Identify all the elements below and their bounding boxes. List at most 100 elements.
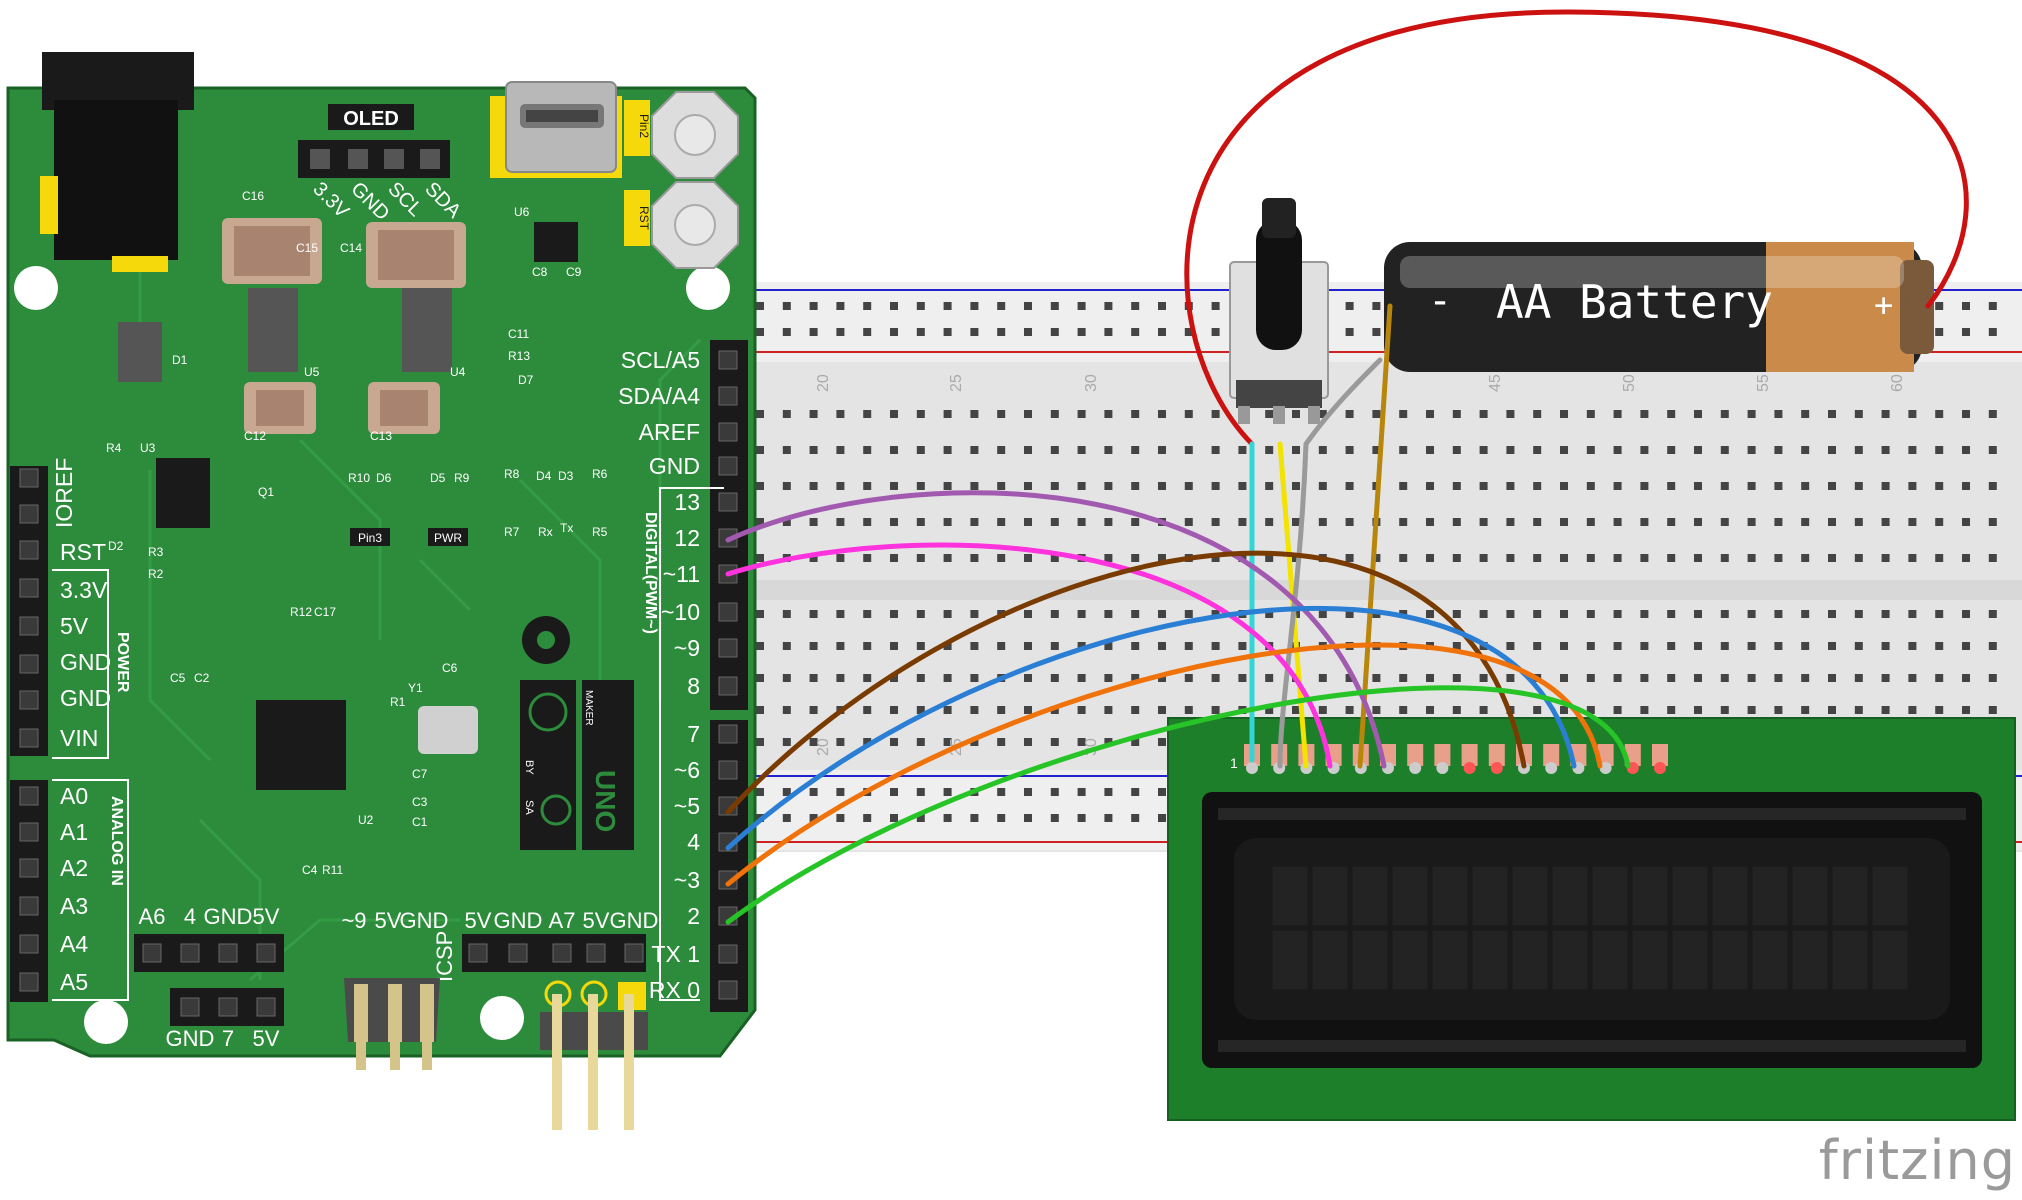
- component-label: R6: [592, 467, 608, 481]
- breadboard-hole: [1988, 518, 1997, 526]
- lcd-cell: [1551, 865, 1589, 927]
- breadboard-hole: [1426, 610, 1434, 618]
- breadboard-hole: [1050, 410, 1059, 418]
- breadboard-hole: [1452, 610, 1461, 618]
- rail-hole: [756, 328, 764, 336]
- rst-button-label: RST: [637, 206, 651, 231]
- wire-brown: [725, 550, 1527, 815]
- breadboard-hole: [1345, 674, 1354, 682]
- mount-hole: [480, 996, 524, 1040]
- lcd-cell: [1511, 929, 1549, 991]
- rail-hole: [836, 814, 845, 822]
- digital-pin-label: ~11: [663, 561, 700, 587]
- analog-pin-label: A0: [60, 783, 88, 809]
- digital-socket: [718, 386, 738, 406]
- breadboard-hole: [1104, 446, 1113, 454]
- breadboard-hole: [1479, 674, 1488, 682]
- bottom-pin-label: 4: [184, 904, 196, 929]
- breadboard-hole: [1479, 518, 1488, 526]
- breadboard-hole: [782, 518, 791, 526]
- lcd-cell: [1631, 865, 1669, 927]
- column-number: 55: [1755, 374, 1772, 392]
- breadboard-hole: [997, 518, 1006, 526]
- lcd-cell: [1431, 865, 1469, 927]
- bottom-pin-label: GND: [400, 908, 449, 933]
- wire-orange: [725, 642, 1603, 887]
- breadboard-hole: [1211, 482, 1220, 490]
- breadboard-hole: [1613, 446, 1622, 454]
- lcd-cell: [1551, 929, 1589, 991]
- breadboard-hole: [863, 674, 872, 682]
- breadboard-hole: [1881, 410, 1890, 418]
- breadboard-hole: [782, 482, 791, 490]
- breadboard-hole: [1828, 518, 1836, 526]
- bottom-pin-label: 7: [222, 1026, 234, 1051]
- breadboard-hole: [1667, 410, 1676, 418]
- breadboard-hole: [1613, 410, 1622, 418]
- breadboard-hole: [1774, 610, 1783, 618]
- analog-socket: [19, 786, 39, 806]
- lcd-pin-pad: [1434, 744, 1451, 766]
- pin2-button-label: Pin2: [637, 114, 651, 138]
- breadboard-hole: [1694, 642, 1702, 650]
- rail-hole: [1184, 328, 1193, 336]
- lcd-cell: [1711, 865, 1749, 927]
- breadboard-hole: [1640, 518, 1649, 526]
- power-socket: [19, 504, 39, 524]
- breadboard-hole: [1452, 410, 1461, 418]
- fritzing-watermark: fritzing: [1818, 1129, 2016, 1192]
- breadboard-hole: [1292, 446, 1300, 454]
- analog-pin-label: A4: [60, 931, 88, 957]
- breadboard-hole: [970, 738, 979, 746]
- breadboard-hole: [1560, 642, 1568, 650]
- breadboard-hole: [1506, 410, 1515, 418]
- breadboard-hole: [1640, 706, 1649, 714]
- rail-hole: [1345, 302, 1354, 310]
- power-socket: [19, 578, 39, 598]
- usb-port: [490, 81, 622, 178]
- breadboard-hole: [1881, 610, 1890, 618]
- rail-hole: [1158, 814, 1166, 822]
- breadboard-hole: [1372, 446, 1381, 454]
- rail-hole: [1077, 788, 1086, 796]
- breadboard-hole: [1318, 446, 1327, 454]
- breadboard-hole: [1131, 410, 1140, 418]
- rail-hole: [809, 328, 818, 336]
- breadboard-hole: [1801, 554, 1810, 562]
- rail-hole: [756, 788, 764, 796]
- breadboard-hole: [1560, 482, 1568, 490]
- breadboard-hole: [1238, 674, 1247, 682]
- breadboard-hole: [1560, 674, 1568, 682]
- lcd-cell: [1591, 865, 1629, 927]
- lcd-cell: [1831, 929, 1869, 991]
- power-socket: [19, 654, 39, 674]
- breadboard-hole: [970, 674, 979, 682]
- breadboard-hole: [1988, 554, 1997, 562]
- breadboard-hole: [863, 610, 872, 618]
- component-label: U5: [304, 365, 320, 379]
- breadboard-hole: [1801, 446, 1810, 454]
- breadboard-hole: [782, 446, 791, 454]
- breadboard-hole: [1345, 554, 1354, 562]
- breadboard-hole: [1345, 410, 1354, 418]
- digital-socket: [718, 456, 738, 476]
- breadboard-hole: [809, 554, 818, 562]
- breadboard-hole: [1613, 706, 1622, 714]
- breadboard-hole: [1694, 518, 1702, 526]
- breadboard-hole: [1935, 446, 1944, 454]
- digital-socket: [718, 422, 738, 442]
- rail-hole: [1158, 302, 1166, 310]
- breadboard-hole: [809, 706, 818, 714]
- analog-socket: [19, 896, 39, 916]
- breadboard-hole: [1211, 410, 1220, 418]
- lcd-cell: [1751, 865, 1789, 927]
- breadboard-hole: [1077, 642, 1086, 650]
- wires: [725, 9, 1969, 925]
- rail-hole: [1372, 302, 1381, 310]
- breadboard-hole: [1881, 482, 1890, 490]
- breadboard-hole: [1667, 706, 1676, 714]
- breadboard-hole: [1613, 482, 1622, 490]
- bottom-pin-label: 5V: [465, 908, 492, 933]
- breadboard-hole: [1077, 482, 1086, 490]
